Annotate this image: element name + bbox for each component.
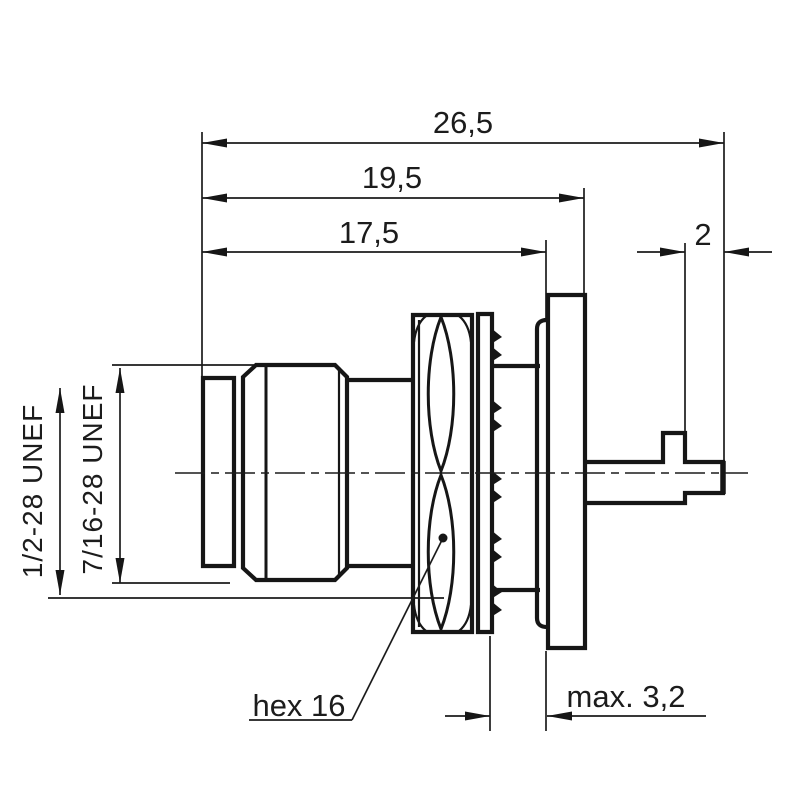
dimension-pin-length — [637, 247, 772, 257]
washer-teeth — [491, 328, 502, 617]
dim-text-pin-length: 2 — [694, 217, 711, 252]
dimension-panel-thickness — [445, 711, 706, 721]
dimension-to-flange-front — [202, 247, 546, 257]
body-mid-section — [347, 377, 413, 569]
dim-text-overall: 26,5 — [433, 105, 493, 140]
solder-terminal-pin — [585, 430, 726, 506]
label-hex-size: hex 16 — [252, 688, 345, 723]
dimension-coupling-thread — [115, 368, 125, 583]
dimension-front-thread — [55, 388, 65, 595]
dimension-to-flange-back — [202, 193, 584, 203]
lock-washer — [475, 311, 502, 635]
hex-leader — [249, 533, 448, 721]
mounting-thread-barrel — [492, 363, 540, 593]
label-coupling-thread: 7/16-28 UNEF — [77, 384, 108, 575]
dim-text-to-flange-front: 17,5 — [339, 215, 399, 250]
mounting-flange — [545, 292, 588, 651]
label-front-thread: 1/2-28 UNEF — [17, 404, 48, 578]
dim-text-panel-thickness: max. 3,2 — [567, 679, 686, 714]
dimension-overall — [202, 138, 724, 148]
dim-text-to-flange-back: 19,5 — [362, 160, 422, 195]
extension-lines — [48, 132, 725, 731]
leader-dot — [438, 533, 448, 543]
connector-front-barrel — [200, 375, 237, 569]
